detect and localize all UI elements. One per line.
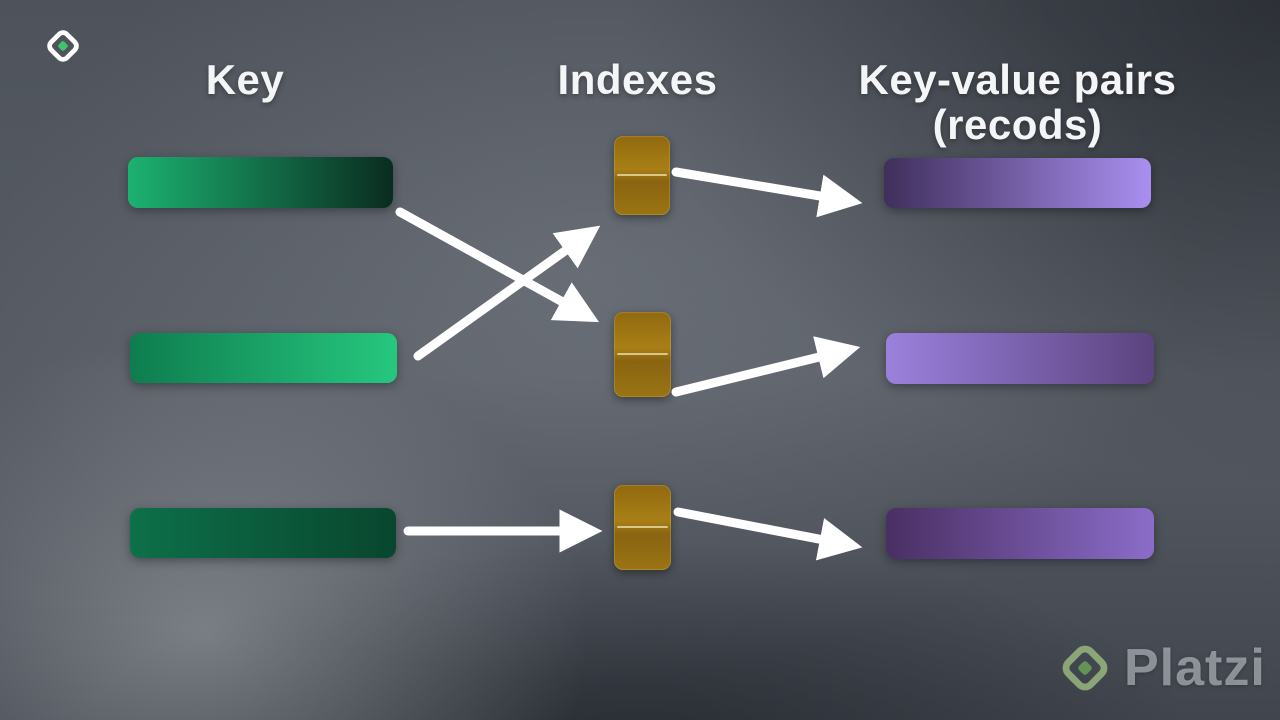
index-card-2 <box>614 312 671 397</box>
watermark: Platzi <box>1058 638 1266 698</box>
column-header-key: Key <box>205 56 285 103</box>
arrow-index2-to-value2 <box>671 336 861 397</box>
index-card-3 <box>614 485 671 570</box>
arrow-index1-to-value1 <box>671 167 863 218</box>
platzi-watermark-logo-icon <box>1062 645 1108 691</box>
watermark-text: Platzi <box>1124 639 1266 697</box>
value-bar-2 <box>886 333 1154 384</box>
kv-pairs-line2: (recods) <box>932 100 1103 148</box>
arrow-key1-to-index2 <box>395 207 600 323</box>
arrow-index3-to-value3 <box>673 507 863 561</box>
key-bar-3 <box>130 508 396 558</box>
arrow-key2-to-index1 <box>413 225 601 361</box>
index-card-1 <box>614 136 670 215</box>
value-bar-1 <box>884 158 1151 208</box>
column-header-kv-pairs: Key-value pairs (recods) <box>820 56 1215 148</box>
kv-pairs-line1: Key-value pairs <box>858 56 1177 103</box>
key-bar-2 <box>130 333 397 383</box>
value-bar-3 <box>886 508 1154 559</box>
key-bar-1 <box>128 157 393 208</box>
column-header-indexes: Indexes <box>557 56 718 103</box>
platzi-logo-icon <box>47 30 79 62</box>
